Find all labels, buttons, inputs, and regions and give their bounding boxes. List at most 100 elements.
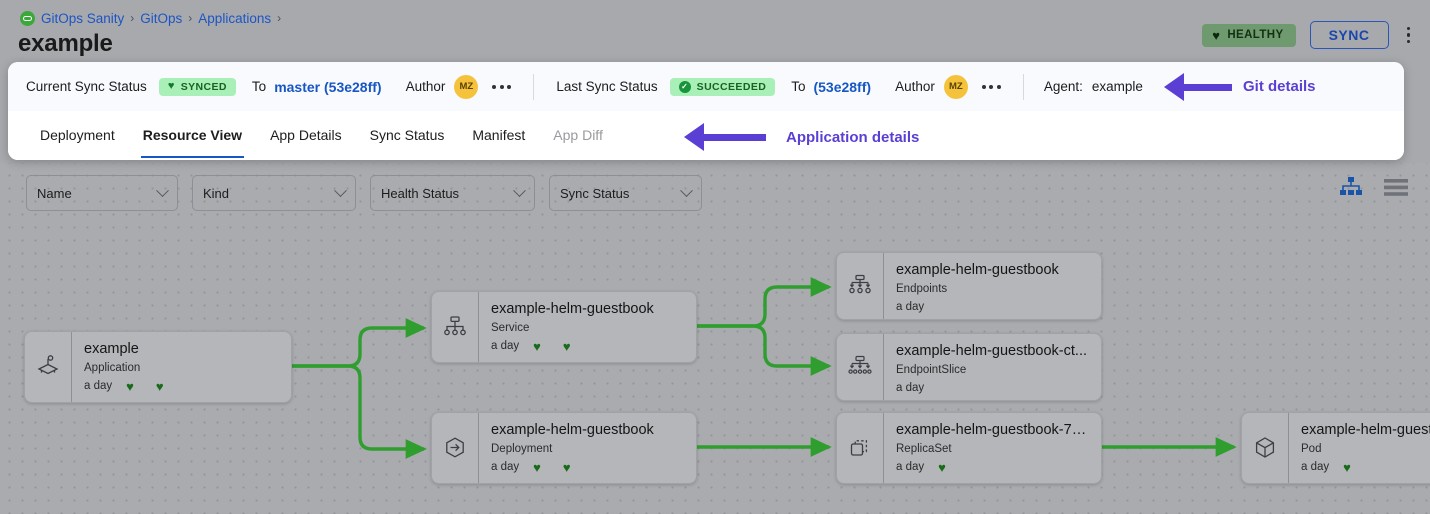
- deployment-icon: [432, 413, 479, 483]
- avatar[interactable]: MZ: [454, 74, 479, 99]
- annotation-label-git-details: Git details: [1243, 78, 1316, 95]
- graph-node-replicaset[interactable]: example-helm-guestbook-74... ReplicaSet a …: [836, 412, 1102, 484]
- graph-toolbar: Name Kind Health Status Sync Status: [0, 175, 1430, 213]
- heart-icon: ♥: [533, 459, 541, 475]
- annotation-arrow-application-details: [684, 123, 766, 151]
- list-view-icon[interactable]: [1384, 178, 1408, 197]
- kebab-menu-icon[interactable]: [1403, 25, 1415, 46]
- avatar[interactable]: MZ: [943, 74, 968, 99]
- node-kind: Service: [491, 321, 530, 334]
- current-sync-status-label: Current Sync Status: [26, 79, 147, 94]
- chevron-right-icon: ›: [277, 11, 282, 25]
- last-author-label: Author: [895, 79, 935, 94]
- endpointslice-icon: [837, 334, 884, 400]
- breadcrumb-item-gitops[interactable]: GitOps: [140, 10, 183, 26]
- agent-label: Agent:: [1043, 79, 1083, 94]
- filter-name-dropdown[interactable]: Name: [26, 175, 178, 211]
- tab-sync-status[interactable]: Sync Status: [369, 127, 445, 143]
- current-sync-more-icon[interactable]: [492, 84, 512, 89]
- last-revision-link[interactable]: (53e28ff): [813, 78, 872, 95]
- current-author-label: Author: [405, 79, 446, 94]
- node-title: example-helm-guestbook-74...: [896, 422, 1091, 438]
- endpoints-icon: [837, 253, 884, 319]
- chevron-down-icon: [334, 183, 347, 197]
- node-age: a day: [1301, 460, 1330, 473]
- node-kind: Deployment: [491, 442, 553, 455]
- node-meta: a day♥♥: [491, 458, 686, 476]
- breadcrumb: GitOps Sanity › GitOps › Applications ›: [20, 10, 281, 26]
- last-to-label: To: [791, 79, 806, 94]
- sync-status-bar: Current Sync Status ♥ SYNCED To master (…: [8, 62, 1404, 111]
- tab-deployment[interactable]: Deployment: [40, 127, 115, 143]
- divider: [1022, 73, 1024, 100]
- header-actions: ♥ HEALTHY SYNC: [1202, 21, 1414, 49]
- node-meta: a day: [896, 379, 1091, 397]
- page-header: GitOps Sanity › GitOps › Applications › …: [0, 0, 1430, 62]
- current-to-label: To: [251, 79, 267, 94]
- tab-manifest[interactable]: Manifest: [472, 127, 526, 143]
- application-info-panel: Current Sync Status ♥ SYNCED To master (…: [8, 62, 1404, 160]
- filter-health-status-dropdown[interactable]: Health Status: [370, 175, 535, 211]
- heart-icon: ♥: [167, 80, 175, 92]
- pod-icon: [1242, 413, 1289, 483]
- filter-group: Name Kind Health Status Sync Status: [26, 175, 702, 211]
- breadcrumb-item-gitops-sanity[interactable]: GitOps Sanity: [41, 10, 125, 26]
- current-revision-link[interactable]: master (53e28ff): [274, 78, 382, 95]
- filter-sync-status-dropdown[interactable]: Sync Status: [549, 175, 702, 211]
- last-sync-more-icon[interactable]: [981, 84, 1001, 89]
- heart-icon: ♥: [533, 338, 541, 354]
- tab-resource-view[interactable]: Resource View: [129, 113, 256, 158]
- filter-kind-dropdown[interactable]: Kind: [192, 175, 356, 211]
- node-kind: ReplicaSet: [896, 442, 952, 455]
- tab-app-details[interactable]: App Details: [270, 127, 342, 143]
- check-circle-icon: ✓: [678, 80, 691, 93]
- heart-icon: ♥: [126, 378, 134, 394]
- heart-icon: ♥: [562, 459, 571, 475]
- tab-app-diff[interactable]: App Diff: [553, 127, 603, 143]
- node-meta: a day♥♥: [84, 377, 281, 395]
- node-meta: a day♥: [896, 458, 1091, 476]
- node-kind: EndpointSlice: [896, 363, 967, 376]
- node-title: example-helm-guestbook: [491, 301, 654, 317]
- divider: [533, 73, 535, 100]
- node-title: example-helm-guestbook: [896, 262, 1059, 278]
- node-body: example-helm-guestbook-74... ReplicaSet a …: [884, 413, 1101, 483]
- node-age: a day: [84, 379, 113, 392]
- node-kind: Application: [84, 361, 141, 374]
- chevron-down-icon: [680, 183, 693, 197]
- node-meta: a day: [896, 298, 1091, 316]
- last-sync-status-badge: ✓ SUCCEEDED: [669, 77, 776, 96]
- filter-health-status-label: Health Status: [381, 185, 460, 201]
- breadcrumb-item-applications[interactable]: Applications: [198, 10, 272, 26]
- filter-kind-label: Kind: [203, 185, 230, 201]
- sync-button[interactable]: SYNC: [1309, 21, 1389, 49]
- node-title: example-helm-guestbook-ct...: [896, 343, 1087, 359]
- chevron-right-icon: ›: [130, 11, 135, 25]
- node-kind: Pod: [1301, 442, 1322, 455]
- current-sync-status-badge: ♥ SYNCED: [158, 77, 236, 96]
- heart-icon: ♥: [1212, 27, 1221, 43]
- current-sync-status-value: SYNCED: [180, 80, 227, 93]
- view-switcher: [1340, 177, 1408, 197]
- status-badge-health: ♥ HEALTHY: [1202, 23, 1296, 47]
- tree-view-icon[interactable]: [1340, 177, 1362, 197]
- agent-value: example: [1091, 79, 1143, 94]
- last-sync-status-label: Last Sync Status: [556, 79, 658, 94]
- filter-sync-status-label: Sync Status: [560, 185, 630, 201]
- chevron-down-icon: [156, 183, 169, 197]
- node-title: example: [84, 341, 139, 357]
- heart-icon: ♥: [1343, 459, 1351, 475]
- annotation-arrow-git-details: [1164, 73, 1232, 101]
- graph-node-endpointslice[interactable]: example-helm-guestbook-ct... EndpointSlic…: [836, 333, 1102, 401]
- annotation-label-application-details: Application details: [786, 129, 920, 146]
